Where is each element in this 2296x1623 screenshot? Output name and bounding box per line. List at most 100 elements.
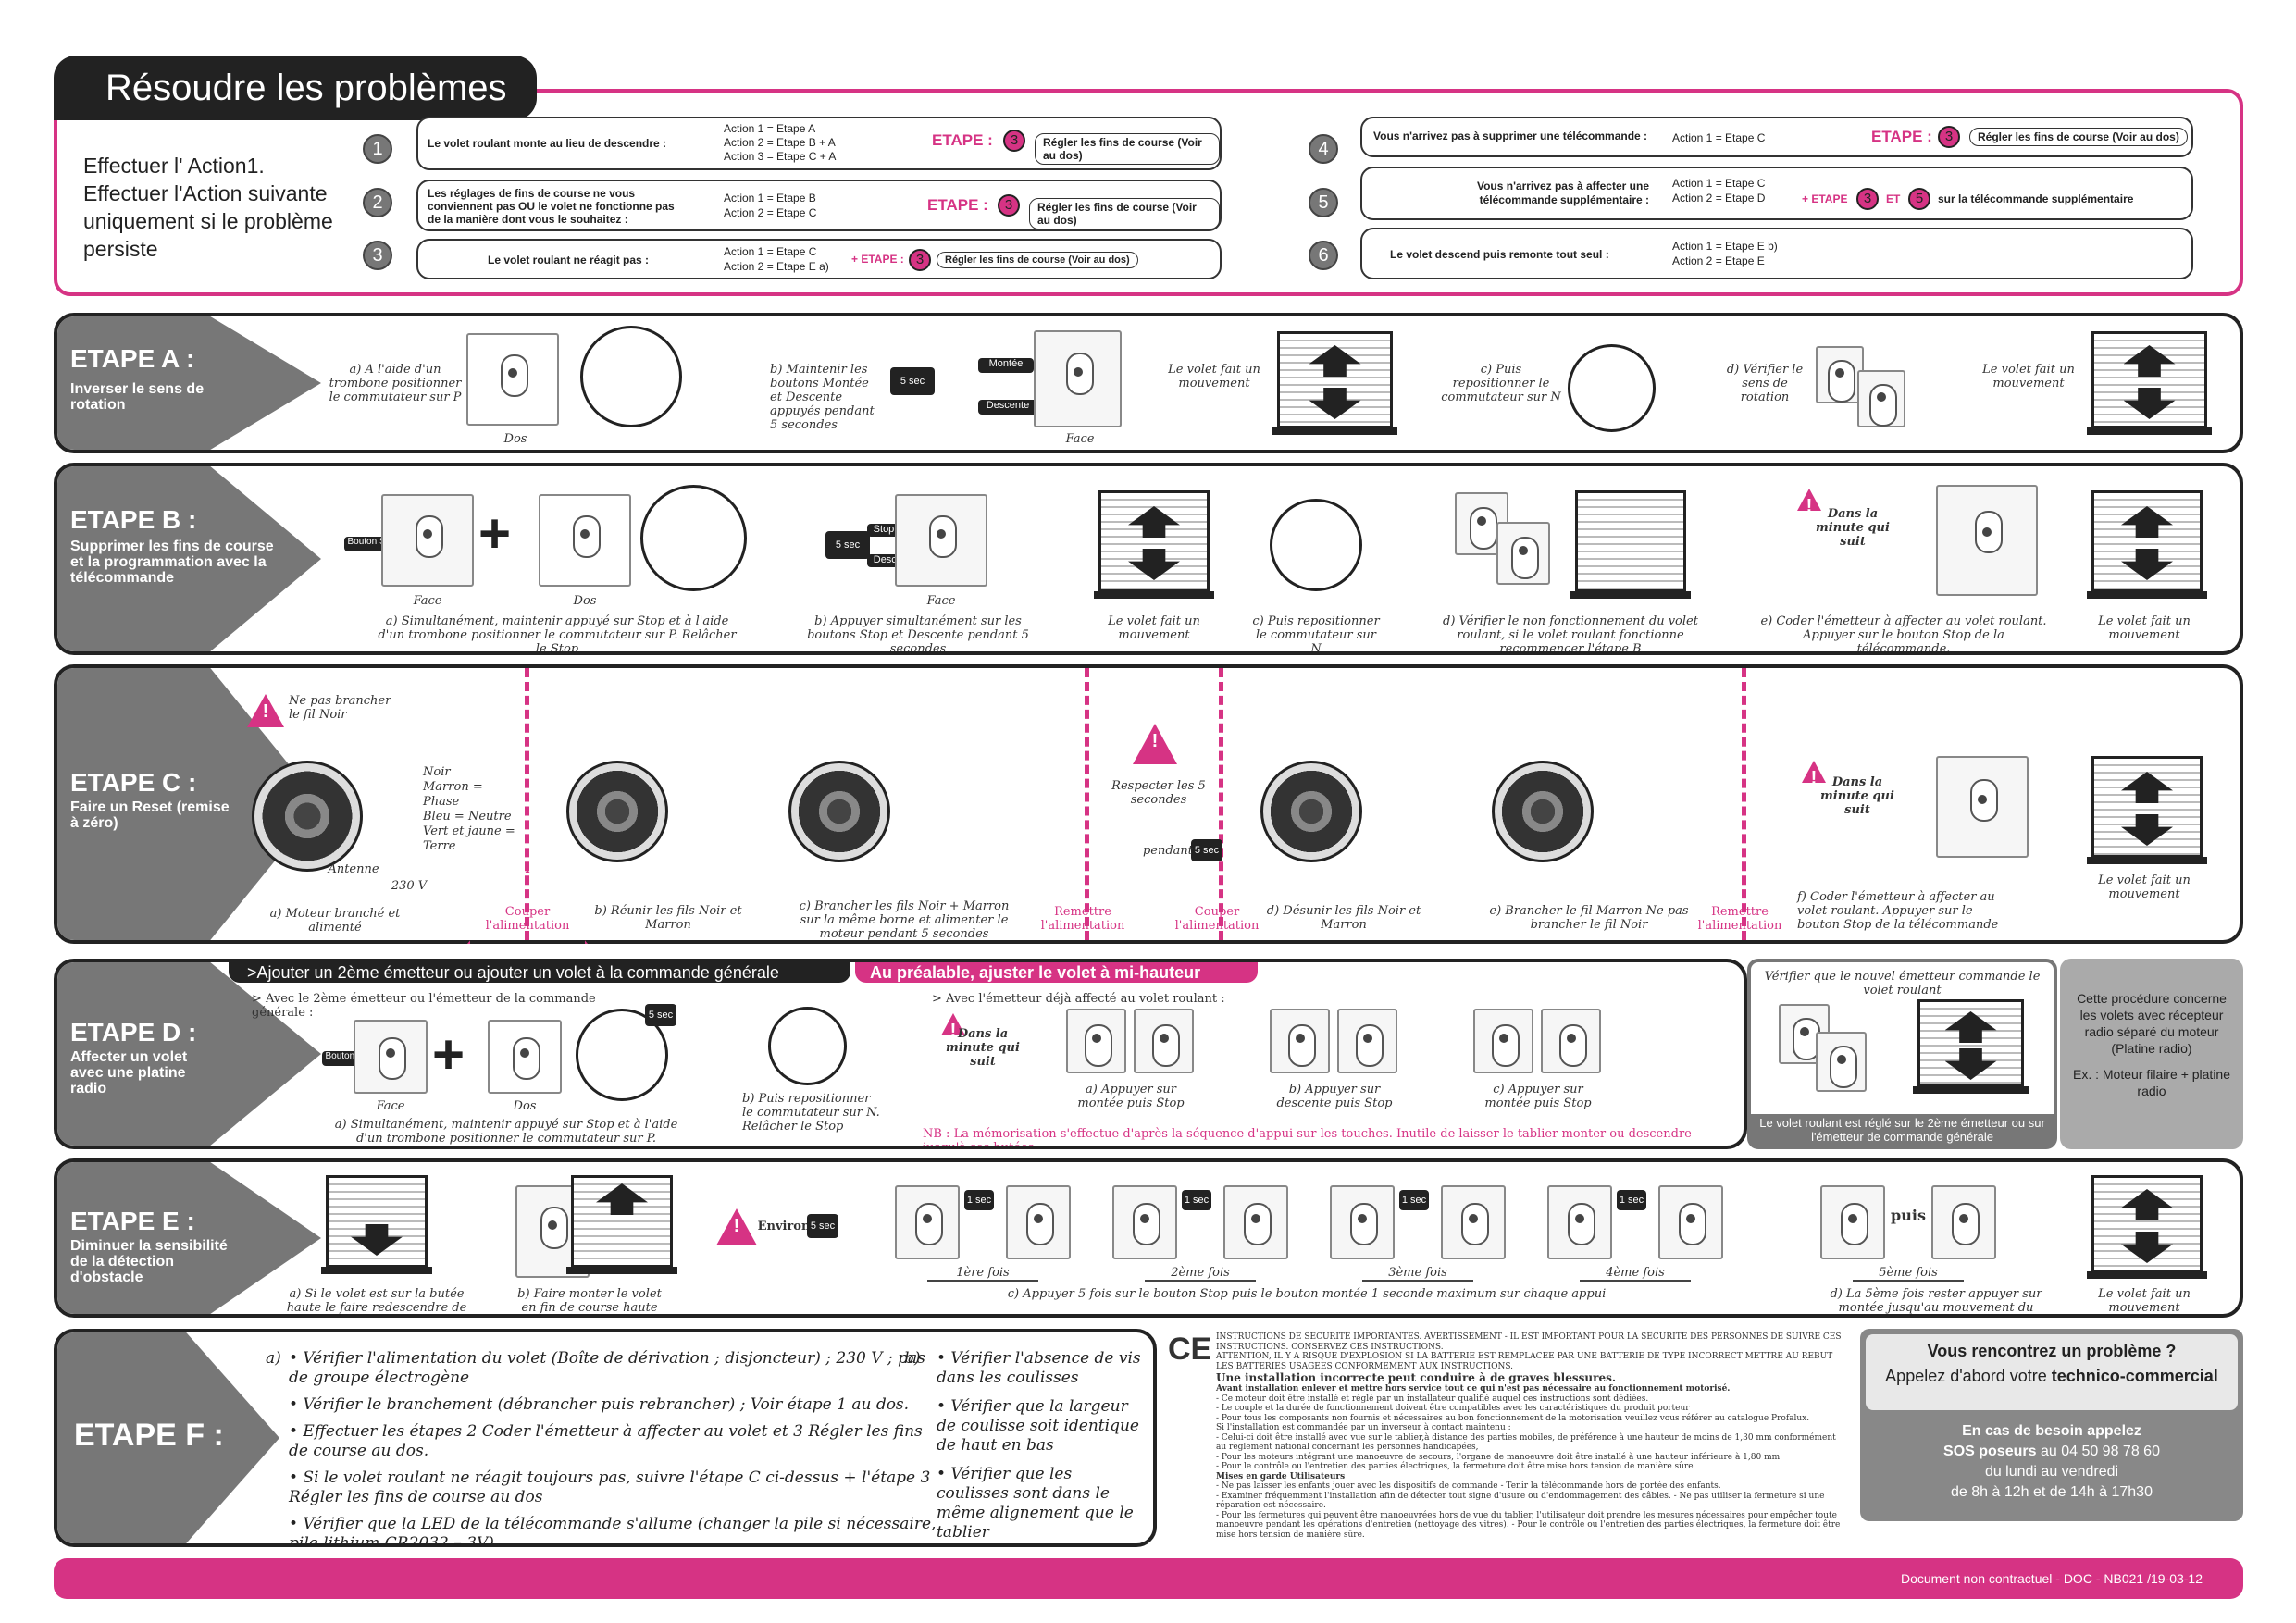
remote-icon [1496,522,1550,585]
etape-b-panel: ETAPE B : Supprimer les fins de course e… [54,463,2243,655]
remettre-label-2: Remettre l'alimentation [1697,905,1782,933]
couper-label-2: Couper l'alimentation [1174,905,1260,933]
problem-3-box: Le volet roulant ne réagit pas : Action … [416,239,1222,279]
label-dos: Dos [503,432,527,446]
etape-b-step-a: a) Simultanément, maintenir appuyé sur S… [378,614,737,655]
label-face: Face [376,1099,405,1113]
etape-a-panel: ETAPE A : Inverser le sens de rotation a… [54,313,2243,453]
remote-icon [1134,1009,1194,1073]
timer-icon: 5 sec [825,531,870,559]
motor-icon [252,761,363,872]
problem-5-number: 5 [1309,188,1338,217]
shutter-icon [2087,490,2207,599]
problem-2-box: Les réglages de fins de course ne vous c… [416,180,1222,231]
separator [1085,668,1089,940]
etape-c-step-d: d) Désunir les fils Noir et Marron [1266,904,1421,932]
separator [1219,668,1223,940]
front-remote-icon [354,1020,428,1094]
timer-icon: 1 sec [1182,1190,1211,1210]
etape-e-subtitle: Diminuer la sensibilité de la détection … [70,1238,228,1285]
remote-icon [1337,1009,1397,1073]
remote-icon [1066,1009,1126,1073]
etape-b-step-c: c) Puis repositionner le commutateur sur… [1252,614,1380,655]
back-remote-icon [488,1020,562,1094]
etape-c-in-the-minute: Dans la minute qui suit [1820,775,1894,817]
warning-icon [1133,724,1177,764]
etape-d-step-c2: c) Appuyer sur montée puis Stop [1484,1083,1592,1110]
etape-a-movement-2: Le volet fait un mouvement [1982,363,2075,390]
etape-f-b-label: b) [904,1349,921,1368]
verify-box: Vérifier que le nouvel émetteur commande… [1747,959,2057,1149]
etape-c-step-e: e) Brancher le fil Marron Ne pas branche… [1489,904,1689,932]
fois-2: 2ème fois [1145,1266,1256,1282]
remettre-label-1: Remettre l'alimentation [1040,905,1125,933]
footer-bar: Document non contractuel - DOC - NB021 /… [54,1558,2243,1599]
regle-banner: Le volet roulant est réglé sur le 2ème é… [1751,1114,2054,1146]
front-remote-icon [1936,756,2029,858]
etape-b-subtitle: Supprimer les fins de course et la progr… [70,539,274,586]
remote-icon [895,1185,960,1259]
etape-b-step-e: e) Coder l'émetteur à affecter au volet … [1760,614,2047,655]
avec-emetteur-affecte: > Avec l'émetteur déjà affecté au volet … [932,992,1225,1006]
back-remote-icon [466,333,559,426]
label-face: Face [1065,432,1095,446]
etape-c-step-f: f) Coder l'émetteur à affecter au volet … [1797,890,1999,932]
avec-2eme: > Avec le 2ème émetteur ou l'émetteur de… [252,992,596,1020]
header-frame [54,89,2243,296]
etape-f-list-a: • Vérifier l'alimentation du volet (Boît… [289,1349,937,1547]
motor-icon [566,761,668,862]
remote-icon [1857,370,1905,427]
stop-label: Stop [867,524,900,537]
etape-e-movement: Le volet fait un mouvement [2098,1287,2191,1315]
timer-icon: 5 sec [807,1214,838,1238]
nb-note: NB : La mémorisation s'effectue d'après … [923,1127,1692,1149]
remote-icon [1816,1032,1867,1092]
plus-icon: + [432,1023,465,1085]
verify-text: Vérifier que le nouvel émetteur commande… [1764,970,2041,997]
motor-icon [788,761,890,862]
separator [525,668,529,940]
fois-4: 4ème fois [1580,1266,1691,1282]
remote-icon [1270,1009,1330,1073]
etape-c-movement: Le volet fait un mouvement [2098,873,2191,901]
remote-icon [1223,1185,1288,1259]
etape-a-step-d: d) Vérifier le sens de rotation [1726,363,1804,404]
montee-label: Montée [978,358,1034,373]
contact-box: Vous rencontrez un problème ? Appelez d'… [1860,1329,2243,1521]
shutter-icon [2087,331,2212,435]
shutter-up-icon [566,1175,677,1274]
etape-f-title: ETAPE F : [74,1418,224,1453]
switch-zoom-icon [640,485,747,591]
remote-icon [1816,346,1864,403]
etape-b-in-the-minute: Dans la minute qui suit [1816,507,1890,549]
remote-icon [1820,1185,1885,1259]
motor-icon [1260,761,1362,862]
problem-2-number: 2 [363,188,392,217]
etape-e-step-a: a) Si le volet est sur la butée haute le… [286,1287,467,1315]
voltage-label: 230 V [391,879,428,893]
etape-e-step-b: b) Faire monter le volet en fin de cours… [517,1287,662,1315]
puis-label: puis [1891,1207,1926,1224]
etape-c-panel: ETAPE C : Faire un Reset (remise à zéro)… [54,664,2243,944]
etape-e-step-c: c) Appuyer 5 fois sur le bouton Stop pui… [1007,1287,1607,1301]
etape-c-subtitle: Faire un Reset (remise à zéro) [70,799,230,831]
etape-d-in-the-minute: Dans la minute qui suit [946,1027,1020,1069]
label-dos: Dos [573,594,597,608]
shutter-icon [2087,1175,2207,1279]
etape-d-step-b: b) Puis repositionner le commutateur sur… [742,1092,880,1134]
front-remote-icon [895,494,987,587]
remote-icon [1006,1185,1071,1259]
switch-n-icon [768,1007,847,1085]
etape-d-panel: ETAPE D : Affecter un volet avec une pla… [54,959,1747,1149]
banner-add-transmitter: >Ajouter un 2ème émetteur ou ajouter un … [229,962,850,983]
switch-n-icon [1270,499,1362,591]
shutter-icon [1094,490,1214,599]
etape-f-panel: ETAPE F : a) • Vérifier l'alimentation d… [54,1329,1157,1547]
intro-text: Effectuer l' Action1.Effectuer l'Action … [83,154,333,261]
remote-icon [1330,1185,1395,1259]
timer-icon: 5 sec [645,1004,676,1026]
etape-d-step-b2: b) Appuyer sur descente puis Stop [1276,1083,1393,1110]
etape-b-movement-2: Le volet fait un mouvement [2098,614,2191,642]
problem-6-box: Le volet descend puis remonte tout seul … [1360,228,2193,279]
plus-icon: + [478,502,512,564]
